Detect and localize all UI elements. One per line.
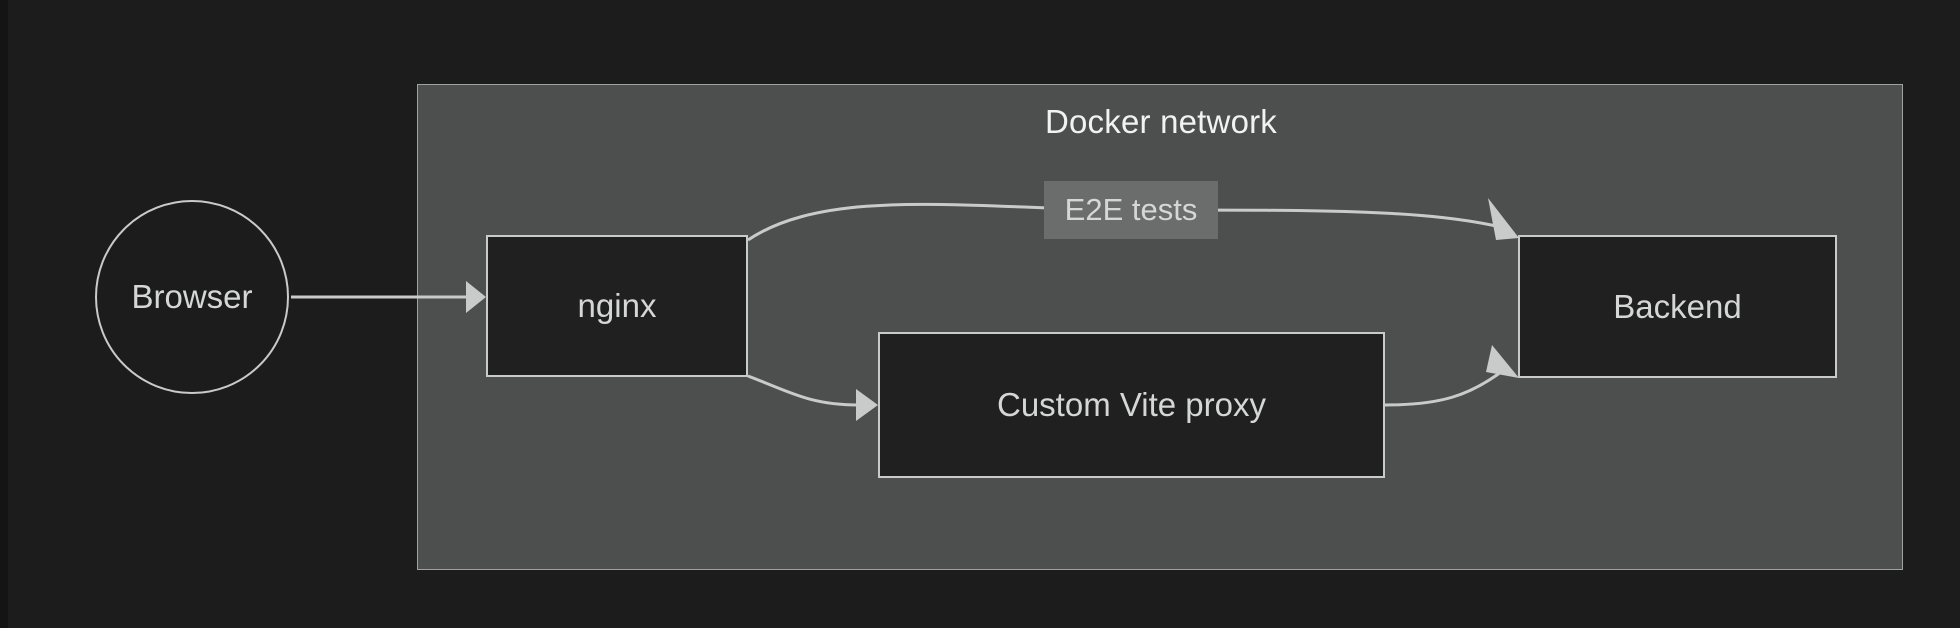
edge-label-e2e-tests: E2E tests [1044, 181, 1218, 239]
node-backend[interactable]: Backend [1518, 235, 1837, 378]
node-browser[interactable]: Browser [95, 200, 289, 394]
node-nginx[interactable]: nginx [486, 235, 748, 377]
page-left-gutter [0, 0, 8, 628]
node-custom-vite-proxy[interactable]: Custom Vite proxy [878, 332, 1385, 478]
group-title-docker-network: Docker network [1044, 103, 1278, 140]
